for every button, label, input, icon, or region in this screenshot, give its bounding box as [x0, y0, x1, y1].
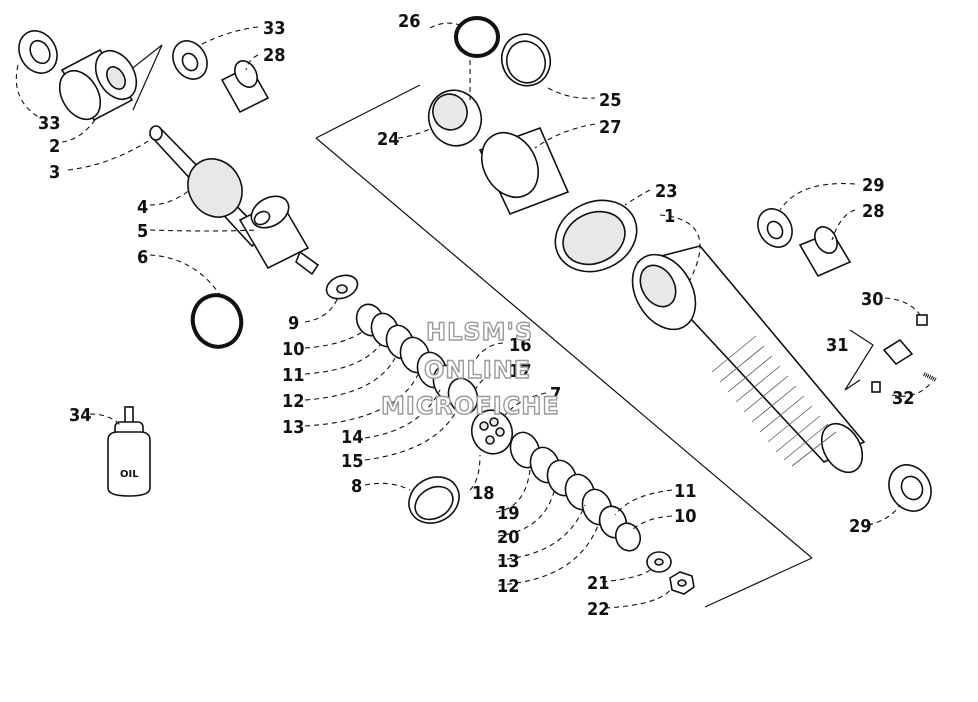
callout-28-top: 28 [263, 45, 286, 66]
part-24-cap [427, 89, 483, 147]
part-1-body [631, 245, 866, 474]
part-18-piston [470, 409, 514, 455]
part-2-sleeve [58, 48, 138, 122]
part-33-left [18, 30, 58, 74]
callout-17: 17 [509, 361, 532, 382]
callout-9: 9 [288, 313, 299, 334]
callout-11-left: 11 [282, 365, 305, 386]
part-8-ring [408, 476, 460, 524]
callout-26: 26 [398, 11, 421, 32]
callout-22: 22 [587, 599, 610, 620]
callout-12-right: 12 [497, 576, 520, 597]
oil-bottle-label: OIL [120, 469, 139, 480]
part-9-washer [325, 274, 359, 300]
part-23-ring [554, 199, 638, 273]
callout-25: 25 [599, 90, 622, 111]
callout-7: 7 [550, 384, 561, 405]
callout-11-right: 11 [674, 481, 697, 502]
callout-31: 31 [826, 335, 849, 356]
part-29-lower [888, 464, 932, 512]
shim-stack-upper [355, 303, 479, 415]
callout-29-bottom: 29 [849, 516, 872, 537]
callout-29-top: 29 [862, 175, 885, 196]
part-25-ring [500, 33, 552, 87]
watermark-line-3: MICROFICHE [381, 392, 560, 420]
callout-19: 19 [497, 503, 520, 524]
part-27-cap [478, 126, 570, 216]
part-28-upper [220, 60, 270, 114]
callout-3: 3 [49, 162, 60, 183]
callout-15: 15 [341, 451, 364, 472]
callout-30: 30 [861, 289, 884, 310]
callout-labels: 33 28 33 2 3 4 5 6 9 10 11 12 13 14 15 8… [38, 11, 915, 620]
callout-10-left: 10 [282, 339, 305, 360]
callout-33-left: 33 [38, 113, 61, 134]
callout-2: 2 [49, 136, 60, 157]
watermark-line-2: ONLINE [424, 356, 531, 384]
callout-16: 16 [509, 335, 532, 356]
part-26-oring [454, 16, 500, 58]
part-29-upper [757, 208, 793, 248]
part-30-cap [916, 314, 928, 326]
part-22-nut [669, 571, 695, 595]
callout-32: 32 [892, 388, 915, 409]
watermark-line-1: HLSM'S [426, 318, 533, 346]
callout-28-right: 28 [862, 201, 885, 222]
callout-12-left: 12 [282, 391, 305, 412]
part-28-right [798, 226, 852, 278]
part-5-eye [238, 195, 320, 276]
callout-34: 34 [69, 405, 92, 426]
part-33-upper [172, 40, 208, 80]
callout-6: 6 [137, 247, 148, 268]
part-6-oring [190, 293, 244, 349]
part-31-valve [871, 338, 914, 393]
part-4-bumper [187, 158, 243, 218]
callout-24: 24 [377, 129, 400, 150]
part-34-oil-bottle: OIL [107, 406, 151, 497]
callout-5: 5 [137, 221, 148, 242]
watermark: HLSM'S ONLINE MICROFICHE [380, 317, 560, 420]
callout-18: 18 [472, 483, 495, 504]
part-21-washer [646, 551, 672, 573]
callout-8: 8 [351, 476, 362, 497]
callout-27: 27 [599, 117, 622, 138]
callout-4: 4 [137, 197, 148, 218]
callout-10-right: 10 [674, 506, 697, 527]
leader-lines [15, 22, 931, 609]
shim-stack-lower [509, 431, 642, 552]
callout-1: 1 [664, 206, 675, 227]
callout-33-top: 33 [263, 18, 286, 39]
callout-13-left: 13 [282, 417, 305, 438]
callout-13-right: 13 [497, 551, 520, 572]
callout-21: 21 [587, 573, 610, 594]
callout-20: 20 [497, 527, 520, 548]
callout-14: 14 [341, 427, 364, 448]
part-32-core [923, 372, 937, 382]
callout-23: 23 [655, 181, 678, 202]
